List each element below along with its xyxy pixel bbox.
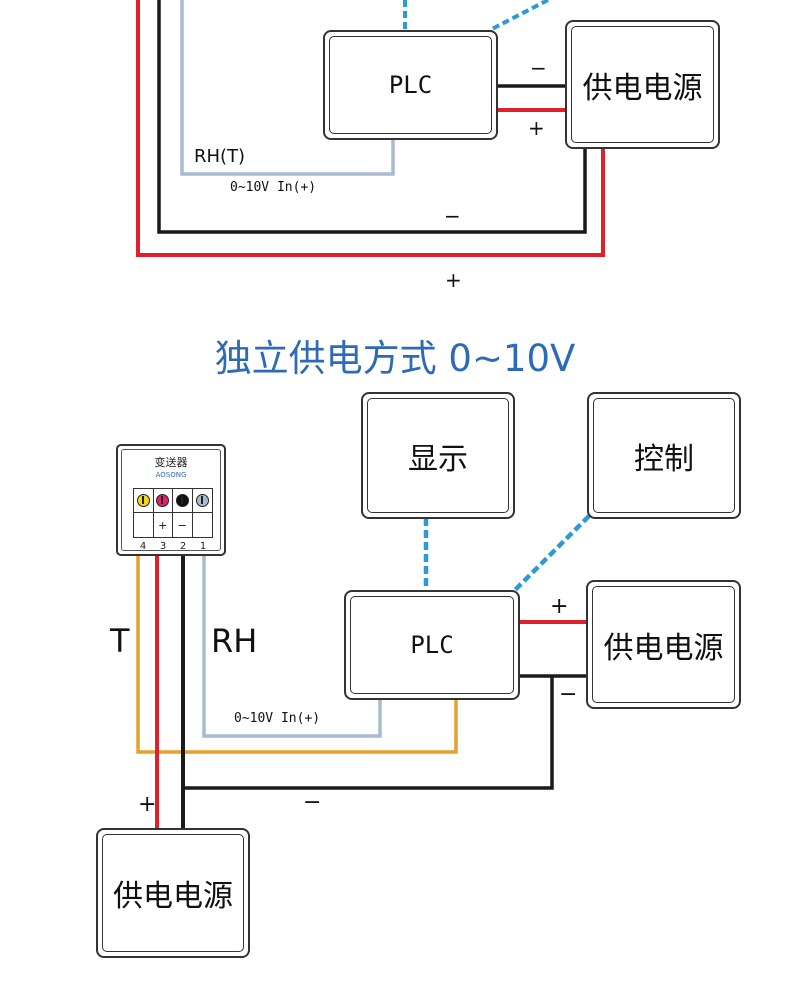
terminal-sign	[193, 513, 213, 537]
bottom-left-power-supply-box: 供电电源	[96, 828, 250, 958]
top-black-supply-wire	[157, 0, 587, 234]
bottom-t-wire	[136, 556, 458, 754]
section-title: 独立供电方式 0~10V	[214, 337, 576, 380]
display-label: 显示	[408, 441, 468, 477]
top-red-supply-wire	[136, 0, 605, 257]
top-plc-minus: −	[530, 56, 547, 80]
top-signal-label: 0~10V In(+)	[230, 180, 317, 195]
pin-number: 3	[159, 541, 167, 552]
control-box: 控制	[587, 392, 741, 519]
terminal-block: + −	[133, 488, 213, 538]
bottom-rh-wire	[202, 556, 382, 738]
terminal-4	[134, 489, 154, 513]
terminal-sign: +	[154, 513, 173, 537]
pin-numbers: 4 3 2 1	[133, 541, 213, 552]
display-box: 显示	[361, 392, 515, 519]
left-plus: +	[138, 792, 157, 817]
bottom-left-power-label: 供电电源	[113, 879, 233, 914]
pin-number: 4	[139, 541, 147, 552]
top-dashed-link-right	[489, 0, 549, 32]
bottom-plc-box: PLC	[344, 590, 520, 700]
transmitter-name: 变送器	[154, 456, 188, 469]
screw-icon	[156, 494, 170, 507]
bottom-plc-label: PLC	[410, 631, 454, 659]
bottom-right-power-label: 供电电源	[603, 630, 724, 666]
terminal-1	[192, 489, 212, 513]
top-power-supply-box: 供电电源	[565, 20, 720, 149]
terminal-2	[173, 489, 193, 513]
transmitter-brand: AOSONG	[155, 471, 187, 479]
pin-number: 2	[179, 541, 187, 552]
screw-icon	[136, 494, 150, 507]
bottom-power-plus: +	[550, 594, 569, 619]
bottom-signal-label: 0~10V In(+)	[234, 711, 321, 726]
terminal-sign: −	[173, 513, 193, 537]
screw-icon	[195, 494, 209, 507]
top-plc-plus: +	[528, 116, 545, 140]
top-power-label: 供电电源	[582, 70, 703, 106]
screw-icon	[175, 494, 189, 507]
top-signal-wire	[180, 0, 395, 176]
top-bottom-plus: +	[445, 268, 462, 292]
top-bottom-minus: −	[444, 204, 461, 228]
pin-number: 1	[199, 541, 207, 552]
top-plc-label: PLC	[388, 71, 433, 99]
bottom-dashed-link-control	[511, 514, 591, 594]
bottom-power-minus: −	[559, 682, 578, 707]
control-label: 控制	[634, 441, 694, 477]
t-label: T	[110, 622, 130, 660]
top-plc-box: PLC	[323, 30, 498, 140]
left-minus: −	[303, 790, 322, 815]
bottom-right-power-supply-box: 供电电源	[586, 580, 741, 709]
terminal-sign	[134, 513, 154, 537]
top-rh-label: RH(T)	[194, 146, 246, 167]
bottom-ground-wire	[183, 676, 554, 790]
transmitter-module: 变送器 AOSONG + − 4 3 2 1	[116, 444, 226, 556]
rh-label: RH	[211, 622, 258, 660]
terminal-3	[153, 489, 173, 513]
